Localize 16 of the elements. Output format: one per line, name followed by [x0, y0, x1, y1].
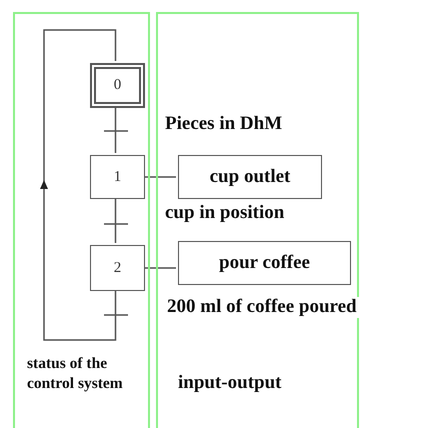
column-panel — [156, 12, 359, 428]
connector-line — [143, 176, 176, 178]
step-box: 2 — [90, 245, 145, 291]
initial-step-box: 0 — [90, 63, 145, 108]
column-heading: input-output — [178, 371, 282, 395]
connector-line — [114, 197, 116, 243]
step-box: 1 — [90, 155, 145, 199]
arrow — [40, 29, 116, 341]
transition-condition: 200 ml of coffee poured — [165, 297, 359, 318]
transition-condition: cup in position — [163, 203, 286, 224]
action-box: pour coffee — [178, 241, 351, 285]
connector-line — [143, 267, 176, 269]
connector-line — [114, 106, 116, 153]
column-panel — [13, 12, 150, 428]
column-heading: status of the control system — [27, 354, 124, 394]
action-box: cup outlet — [178, 155, 322, 199]
